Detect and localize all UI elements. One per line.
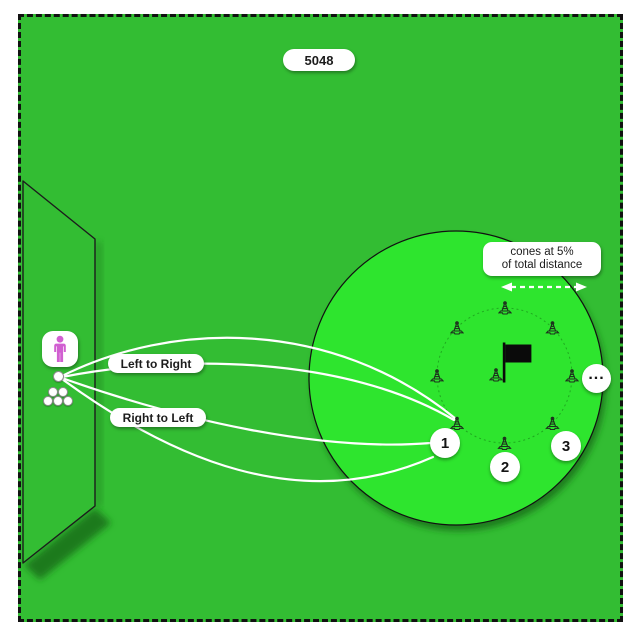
position-marker-2: 2: [490, 452, 520, 482]
left-to-right-label: Left to Right: [108, 354, 204, 373]
golf-ball: [48, 386, 58, 397]
golf-ball: [62, 395, 73, 406]
position-marker-3: 3: [551, 431, 581, 461]
position-marker-1: 1: [430, 428, 460, 458]
person-icon: [54, 335, 66, 362]
golf-ball: [58, 386, 68, 397]
wall-shadow: [24, 508, 111, 580]
position-marker-more: ...: [582, 364, 611, 393]
putt-path-right-to-left-high: [60, 376, 433, 446]
putt-path-right-to-left-low: [60, 377, 435, 483]
golf-ball: [42, 395, 53, 406]
golf-ball-active: [53, 371, 64, 382]
flag-icon: [502, 342, 532, 383]
slide-number: 5048: [304, 52, 334, 68]
player-card: [42, 331, 78, 367]
putt-path-left-to-right-high: [60, 336, 458, 421]
golf-ball: [52, 396, 63, 406]
right-to-left-label: Right to Left: [110, 408, 206, 427]
wall-edge-shadow: [95, 242, 102, 506]
note-line-2: of total distance: [501, 259, 583, 271]
note-line-1: cones at 5%: [510, 245, 574, 258]
cones-distance-note: cones at 5% of total distance: [483, 242, 601, 276]
slide-number-badge: 5048: [283, 49, 355, 71]
double-headed-dashed-arrow: [501, 282, 587, 292]
